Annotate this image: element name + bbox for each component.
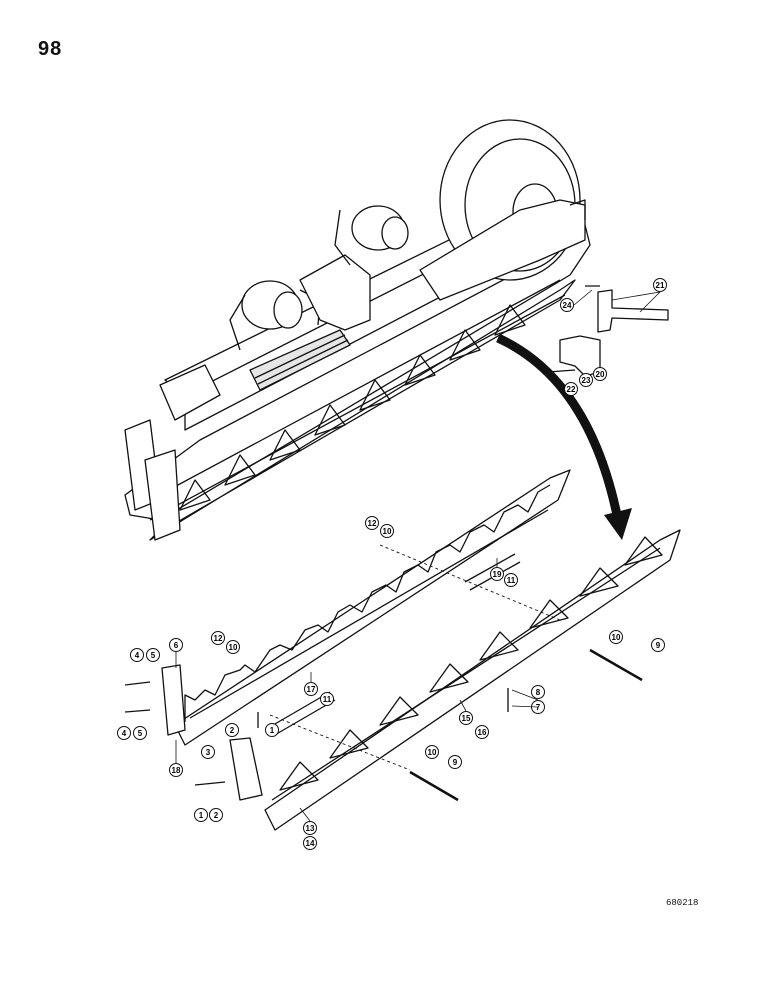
- callout-23: 23: [579, 373, 593, 387]
- callout-15: 15: [459, 711, 473, 725]
- callout-1: 1: [194, 808, 208, 822]
- callout-1b: 1: [265, 723, 279, 737]
- callout-5-text: 5: [151, 651, 156, 660]
- callout-2-text: 2: [214, 811, 219, 820]
- callout-2b-text: 2: [230, 726, 235, 735]
- callout-10c: 10: [609, 630, 623, 644]
- callout-2: 2: [209, 808, 223, 822]
- callout-9-text: 9: [656, 641, 661, 650]
- callout-2b: 2: [225, 723, 239, 737]
- callout-16-text: 16: [478, 728, 487, 737]
- callout-21-text: 21: [656, 281, 665, 290]
- callout-24: 24: [560, 298, 574, 312]
- callout-12b: 12: [211, 631, 225, 645]
- callout-13: 13: [303, 821, 317, 835]
- callout-6: 6: [169, 638, 183, 652]
- callout-3-text: 3: [206, 748, 211, 757]
- callout-19: 19: [490, 567, 504, 581]
- callout-22: 22: [564, 382, 578, 396]
- page-number: 98: [38, 38, 63, 60]
- callout-11b-text: 11: [323, 695, 332, 704]
- callout-5b: 5: [133, 726, 147, 740]
- callout-4-text: 4: [135, 651, 140, 660]
- callout-10d-text: 10: [428, 748, 437, 757]
- callout-10b-text: 10: [229, 643, 238, 652]
- direction-arrow: [496, 333, 623, 521]
- callout-10c-text: 10: [612, 633, 621, 642]
- callout-4b: 4: [117, 726, 131, 740]
- callout-20: 20: [593, 367, 607, 381]
- callout-9b: 9: [448, 755, 462, 769]
- callout-1b-text: 1: [270, 726, 275, 735]
- callout-18-text: 18: [172, 766, 181, 775]
- callout-10d: 10: [425, 745, 439, 759]
- callout-21: 21: [653, 278, 667, 292]
- callout-4b-text: 4: [122, 729, 127, 738]
- callout-10: 10: [380, 524, 394, 538]
- callout-4: 4: [130, 648, 144, 662]
- callout-10-text: 10: [383, 527, 392, 536]
- callout-12b-text: 12: [214, 634, 223, 643]
- reference-code: 680218: [666, 898, 699, 908]
- callout-8-text: 8: [536, 688, 541, 697]
- callout-10b: 10: [226, 640, 240, 654]
- callout-14-text: 14: [306, 839, 315, 848]
- callout-7-text: 7: [536, 703, 541, 712]
- callout-labels: 1 1 2 2 3 4 4 5 5 6 7 8 9 9 10 10 10 10 …: [117, 278, 667, 850]
- callout-1-text: 1: [199, 811, 204, 820]
- callout-13-text: 13: [306, 824, 315, 833]
- callout-24-text: 24: [563, 301, 572, 310]
- callout-9b-text: 9: [453, 758, 458, 767]
- callout-6-text: 6: [174, 641, 179, 650]
- callout-5b-text: 5: [138, 729, 143, 738]
- callout-3: 3: [201, 745, 215, 759]
- callout-16: 16: [475, 725, 489, 739]
- callout-11: 11: [504, 573, 518, 587]
- track-guard-exploded: [124, 469, 681, 831]
- callout-23-text: 23: [582, 376, 591, 385]
- callout-11b: 11: [320, 692, 334, 706]
- callout-15-text: 15: [462, 714, 471, 723]
- callout-8: 8: [531, 685, 545, 699]
- callout-19-text: 19: [493, 570, 502, 579]
- leader-lines: [175, 289, 661, 822]
- callout-5: 5: [146, 648, 160, 662]
- callout-22-text: 22: [567, 385, 576, 394]
- callout-14: 14: [303, 836, 317, 850]
- callout-17: 17: [304, 682, 318, 696]
- track-frame-assembly: [124, 119, 591, 541]
- callout-18: 18: [169, 763, 183, 777]
- callout-9: 9: [651, 638, 665, 652]
- callout-20-text: 20: [596, 370, 605, 379]
- callout-17-text: 17: [307, 685, 316, 694]
- callout-11-text: 11: [507, 576, 516, 585]
- callout-12: 12: [365, 516, 379, 530]
- callout-12-text: 12: [368, 519, 377, 528]
